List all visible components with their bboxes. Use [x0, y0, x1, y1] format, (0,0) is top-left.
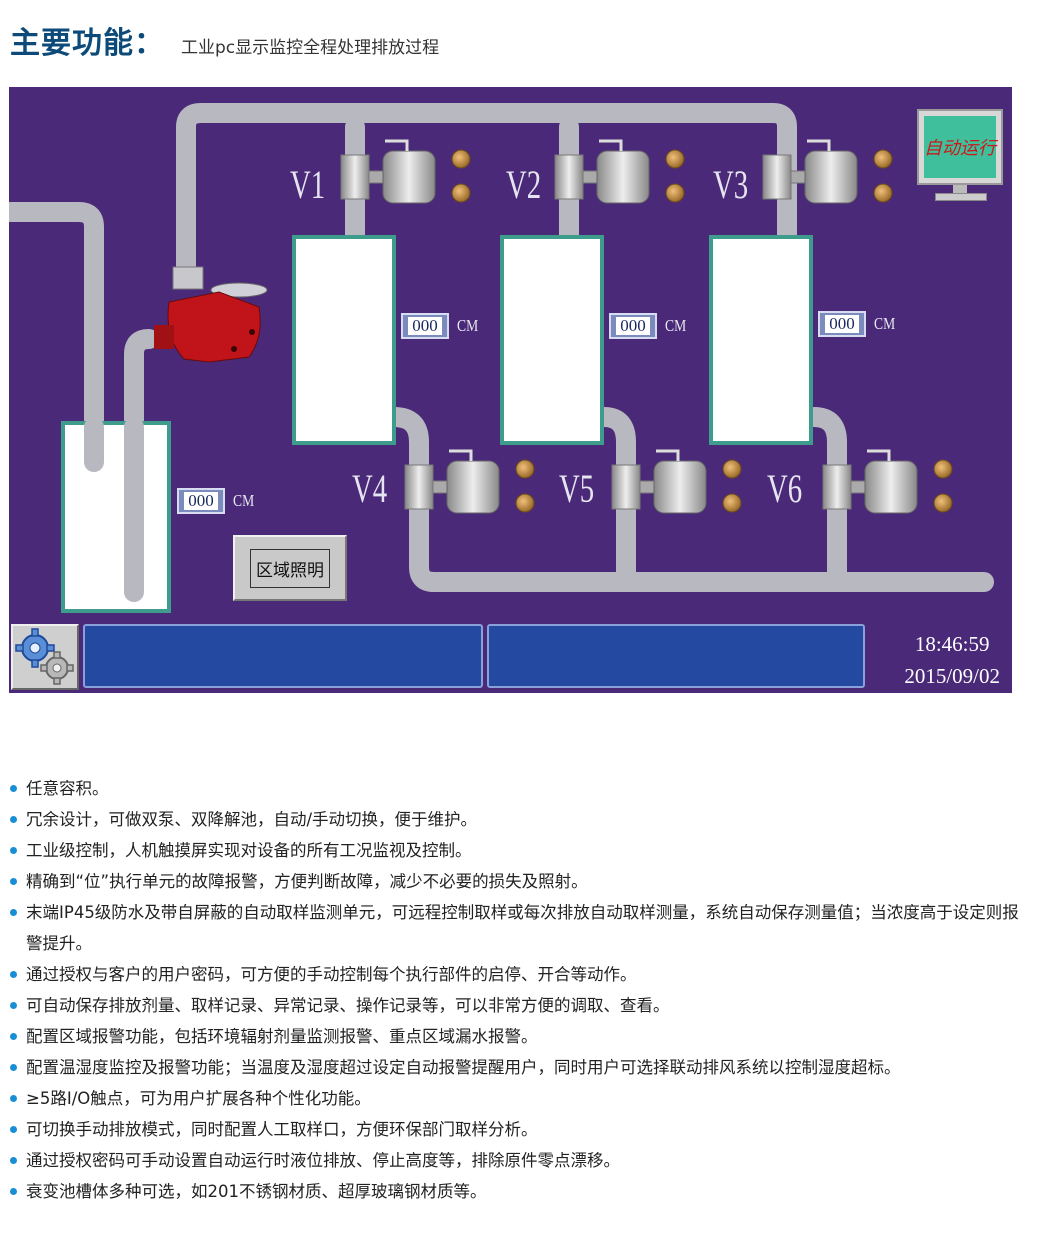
feature-list-item: 通过授权密码可手动设置自动运行时液位排放、停止高度等，排除原件零点漂移。: [10, 1145, 1030, 1176]
area-lighting-button[interactable]: 区域照明: [233, 535, 347, 601]
scada-panel: V1 V2 V3 V4 V5 V6 000 CM 000 CM 000 CM 0…: [9, 87, 1012, 693]
feature-list-item: 任意容积。: [10, 773, 1030, 804]
valve-label-v2: V2: [506, 162, 542, 207]
level-readout-source-tank: 000 CM: [177, 488, 259, 514]
feature-list-item: 衰变池槽体多种可选，如201不锈钢材质、超厚玻璃钢材质等。: [10, 1176, 1030, 1207]
valve-actuator-icon[interactable]: [611, 449, 742, 514]
level-value: 000: [184, 492, 218, 510]
valve-actuators: [340, 139, 953, 514]
level-unit: CM: [457, 316, 479, 335]
bottom-drain-pipe: [384, 407, 994, 592]
feature-list-item: 可自动保存排放剂量、取样记录、异常记录、操作记录等，可以非常方便的调取、查看。: [10, 990, 1030, 1021]
valve-actuator-icon[interactable]: [404, 449, 535, 514]
feature-list-item: 配置区域报警功能，包括环境辐射剂量监测报警、重点区域漏水报警。: [10, 1021, 1030, 1052]
pump-suction-pipe: [124, 329, 159, 602]
feature-list-item: ≥5路I/O触点，可为用户扩展各种个性化功能。: [10, 1083, 1030, 1114]
valve-label-v3: V3: [713, 162, 749, 207]
auto-run-monitor-button[interactable]: 自动运行: [915, 107, 1005, 207]
page-title: 主要功能：: [10, 26, 165, 61]
valve-actuator-icon[interactable]: [762, 139, 893, 204]
message-panel-left: [83, 624, 483, 688]
page-header: 主要功能： 工业pc显示监控全程处理排放过程: [10, 18, 440, 61]
valve-actuator-icon[interactable]: [554, 139, 685, 204]
level-unit: CM: [665, 316, 687, 335]
page-subtitle: 工业pc显示监控全程处理排放过程: [181, 38, 440, 58]
decay-tank-1: [292, 235, 396, 445]
gear-icon: [15, 628, 74, 685]
decay-tank-2: [500, 235, 604, 445]
valve-label-v1: V1: [290, 162, 326, 207]
top-header-pipe: [176, 103, 797, 282]
level-unit: CM: [874, 314, 896, 333]
feature-list-item: 冗余设计，可做双泵、双降解池，自动/手动切换，便于维护。: [10, 804, 1030, 835]
feature-list-item: 工业级控制，人机触摸屏实现对设备的所有工况监视及控制。: [10, 835, 1030, 866]
level-value: 000: [825, 315, 859, 333]
clock-date: 2015/09/02: [904, 664, 1000, 688]
inlet-pipe: [9, 202, 104, 477]
feature-list-item: 精确到“位”执行单元的故障报警，方便判断故障，减少不必要的损失及照射。: [10, 866, 1030, 897]
valve-actuator-icon[interactable]: [822, 449, 953, 514]
valve-actuator-icon[interactable]: [340, 139, 471, 204]
feature-list: 任意容积。冗余设计，可做双泵、双降解池，自动/手动切换，便于维护。工业级控制，人…: [10, 773, 1030, 1207]
settings-button[interactable]: [11, 624, 79, 690]
feature-list-item: 通过授权与客户的用户密码，可方便的手动控制每个执行部件的启停、开合等动作。: [10, 959, 1030, 990]
feature-list-item: 可切换手动排放模式，同时配置人工取样口，方便环保部门取样分析。: [10, 1114, 1030, 1145]
valve-label-v5: V5: [559, 466, 595, 511]
feature-list-item: 末端IP45级防水及带自屏蔽的自动取样监测单元，可远程控制取样或每次排放自动取样…: [10, 897, 1030, 959]
valve-label-v4: V4: [352, 466, 388, 511]
feature-list-item: 配置温湿度监控及报警功能；当温度及湿度超过设定自动报警提醒用户，同时用户可选择联…: [10, 1052, 1030, 1083]
area-lighting-label: 区域照明: [250, 548, 330, 588]
message-panel-right: [487, 624, 865, 688]
status-bar: 18:46:59 2015/09/02: [9, 620, 1012, 693]
clock-time: 18:46:59: [914, 632, 990, 656]
level-readout-tank-3: 000 CM: [818, 311, 900, 337]
source-tank: [61, 421, 171, 613]
pump-icon: [154, 266, 268, 363]
level-readout-tank-1: 000 CM: [401, 313, 483, 339]
valve-label-v6: V6: [767, 466, 803, 511]
level-readout-tank-2: 000 CM: [609, 313, 691, 339]
level-unit: CM: [233, 491, 255, 510]
level-value: 000: [616, 317, 650, 335]
auto-run-label: 自动运行: [924, 138, 996, 159]
decay-tank-3: [709, 235, 813, 445]
clock: 18:46:59 2015/09/02: [904, 628, 1000, 692]
level-value: 000: [408, 317, 442, 335]
